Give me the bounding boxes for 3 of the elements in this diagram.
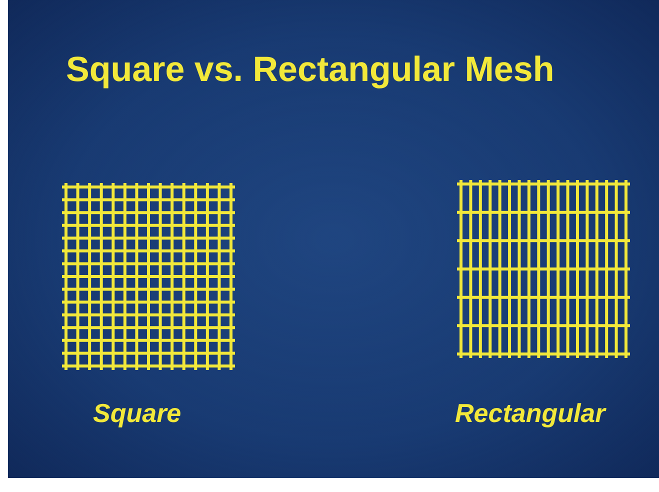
mesh-caption: Rectangular xyxy=(455,398,606,429)
mesh-caption: Square xyxy=(93,398,182,429)
slide-title: Square vs. Rectangular Mesh xyxy=(66,50,554,90)
